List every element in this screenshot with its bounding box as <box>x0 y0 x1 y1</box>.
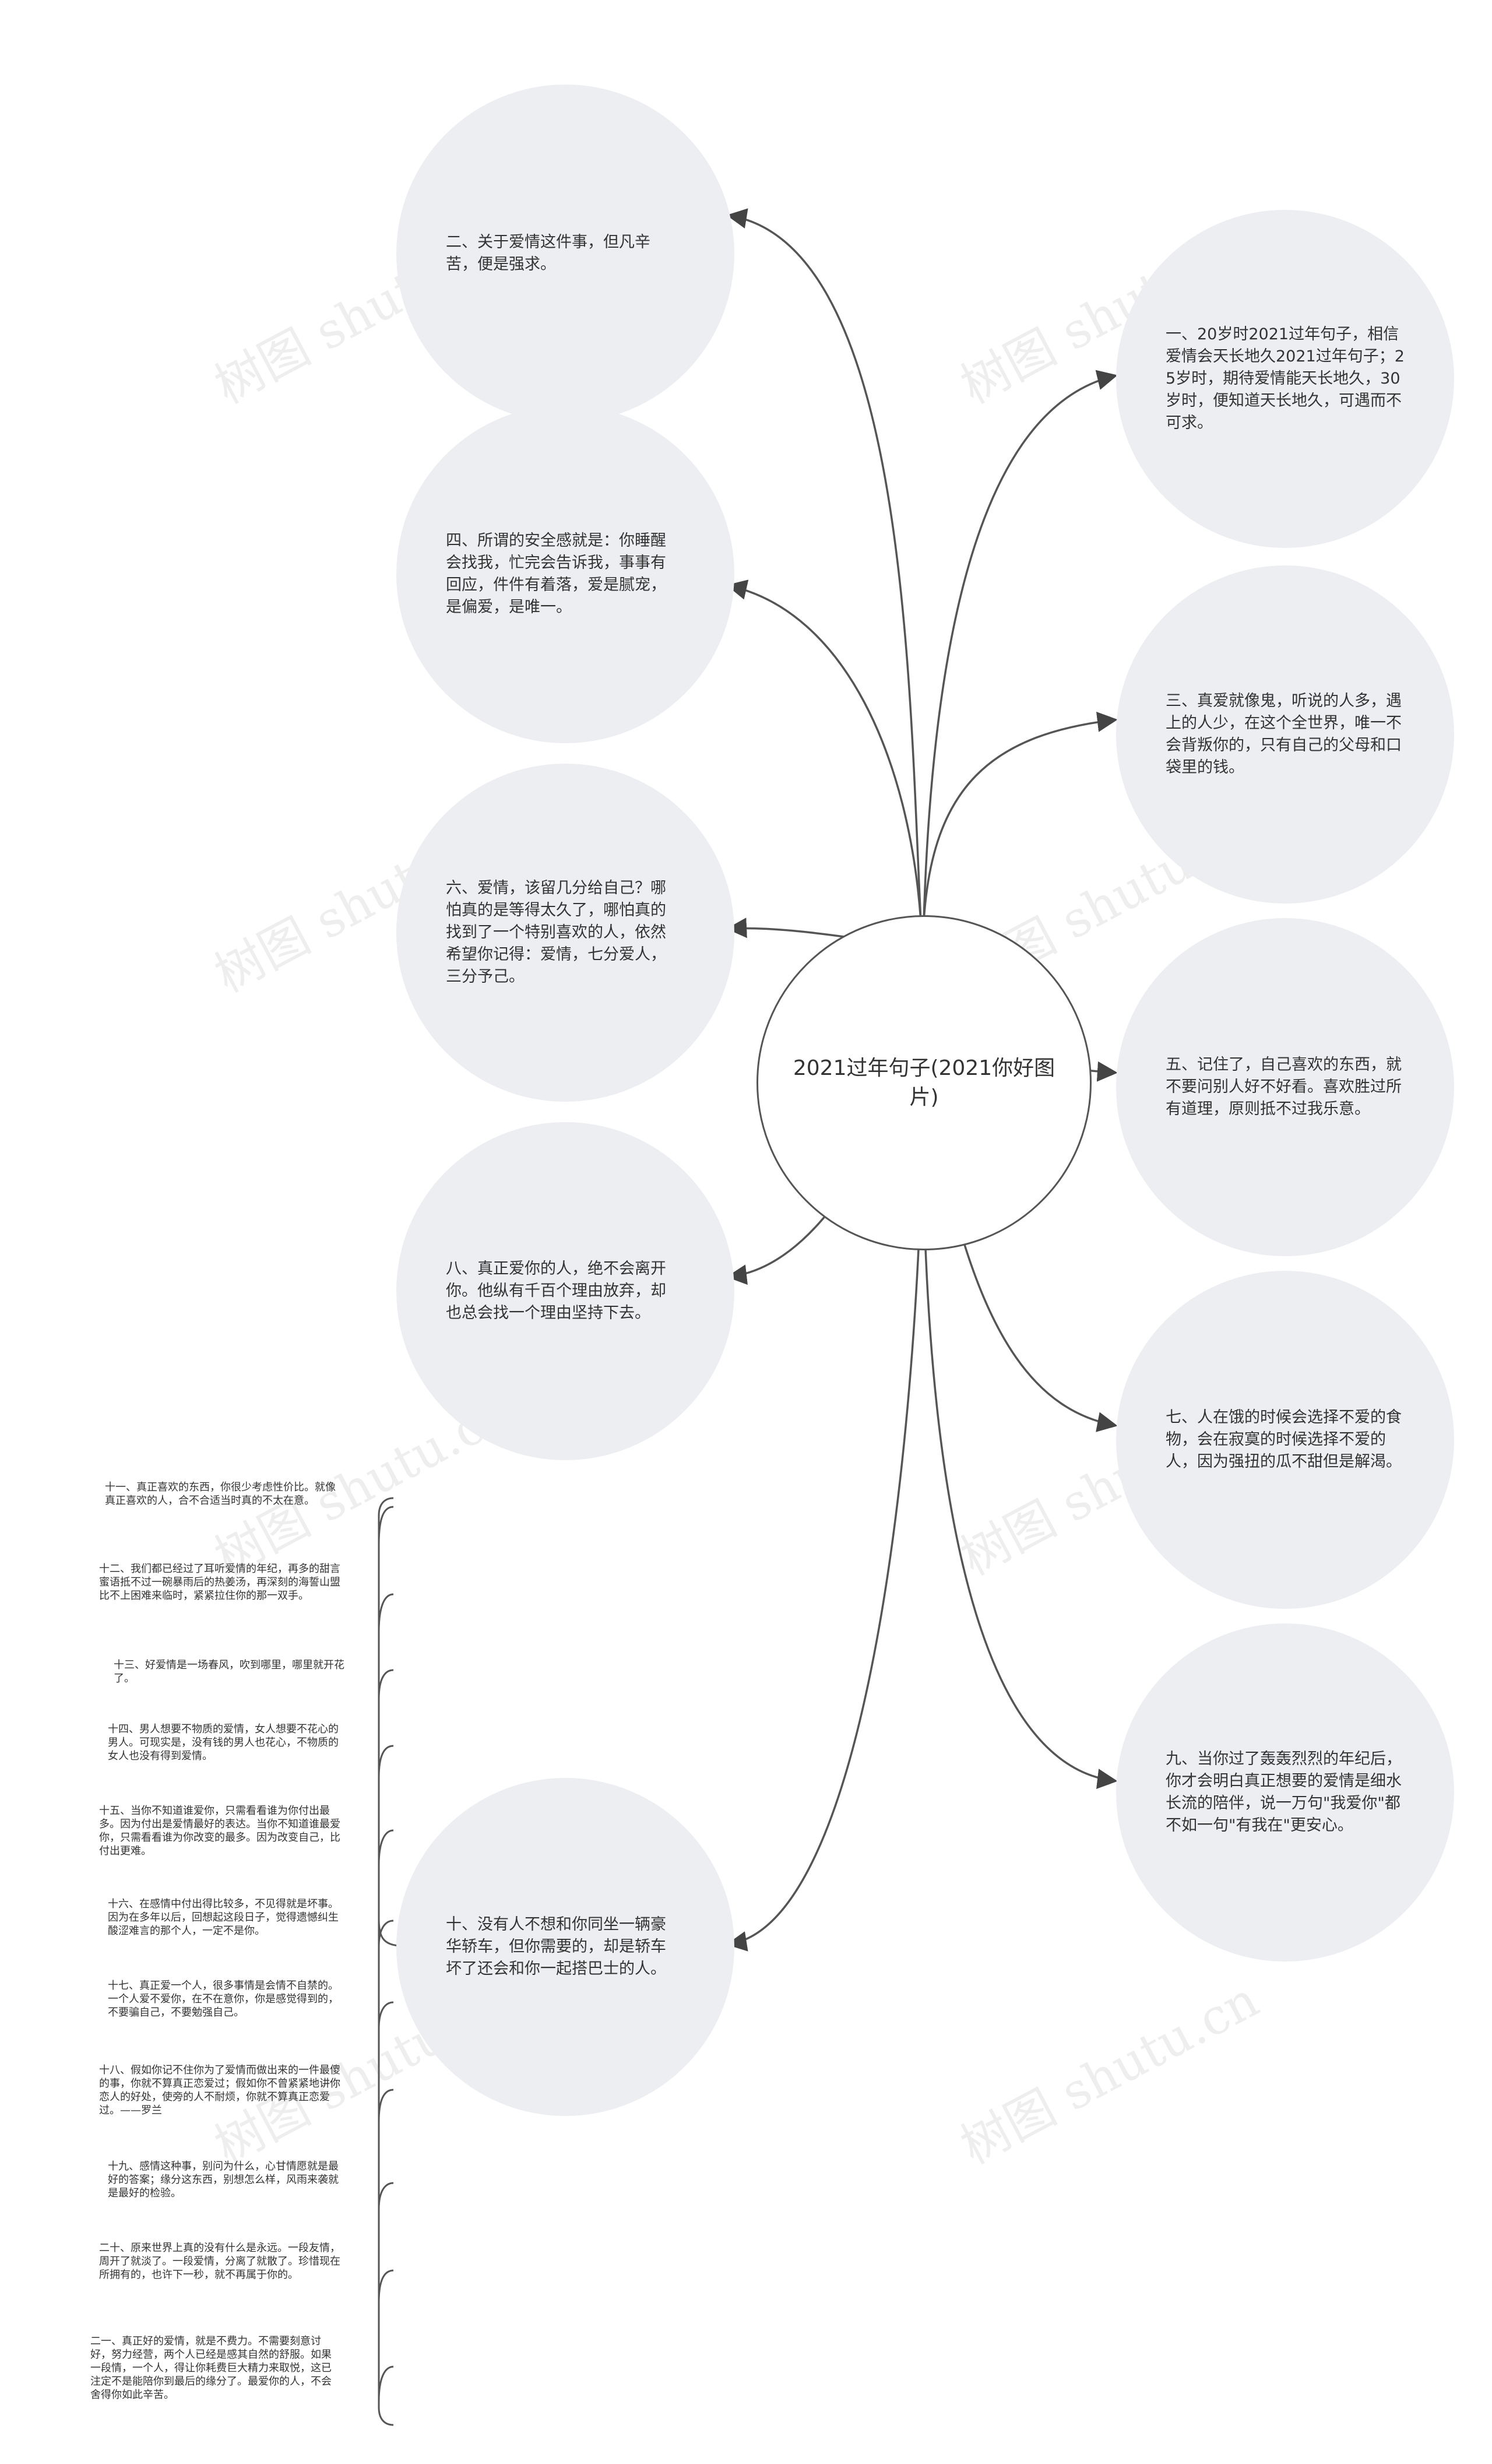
leaf-note-18[interactable]: 十八、假如你记不住你为了爱情而做出来的一件最傻的事，你就不算真正恋爱过；假如你不… <box>99 2064 340 2117</box>
branch-text-9: 九、当你过了轰轰烈烈的年纪后，你才会明白真正想要的爱情是细水长流的陪伴，说一万句… <box>1166 1750 1402 1834</box>
branch-node-10[interactable]: 十、没有人不想和你同坐一辆豪华轿车，但你需要的，却是轿车坏了还会和你一起搭巴士的… <box>396 1778 734 2116</box>
branch-text-8: 八、真正爱你的人，绝不会离开你。他纵有千百个理由放弃，却也总会找一个理由坚持下去… <box>446 1260 666 1322</box>
leaf-tick-10 <box>378 2269 394 2303</box>
branch-node-3[interactable]: 三、真爱就像鬼，听说的人多，遇上的人少，在这个全世界，唯一不会背叛你的，只有自己… <box>1116 565 1454 904</box>
connector-b6 <box>726 918 857 940</box>
leaf-tick-2 <box>378 1593 394 1633</box>
leaf-tick-11 <box>378 2365 394 2402</box>
center-node[interactable]: 2021过年句子(2021你好图片) <box>756 915 1092 1250</box>
branch-node-8[interactable]: 八、真正爱你的人，绝不会离开你。他纵有千百个理由放弃，却也总会找一个理由坚持下去… <box>396 1122 734 1460</box>
leaf-note-11[interactable]: 十一、真正喜欢的东西，你很少考虑性价比。就像真正喜欢的人，合不合适当时真的不太在… <box>105 1481 336 1507</box>
branch-text-4: 四、所谓的安全感就是：你睡醒会找我，忙完会告诉我，事事有回应，件件有着落，爱是腻… <box>446 532 666 616</box>
leaf-tick-3 <box>378 1669 394 1700</box>
leaf-tick-4 <box>378 1745 394 1778</box>
branch-node-7[interactable]: 七、人在饿的时候会选择不爱的食物，会在寂寞的时候选择不爱的人，因为强扭的瓜不甜但… <box>1116 1271 1454 1609</box>
leaf-tick-6 <box>378 1920 394 1948</box>
leaf-note-20[interactable]: 二十、原来世界上真的没有什么是永远。一段友情，周开了就淡了。一段爱情，分离了就散… <box>99 2242 340 2281</box>
center-title: 2021过年句子(2021你好图片) <box>793 1056 1055 1109</box>
connector-b9 <box>923 1194 1118 1789</box>
branch-node-4[interactable]: 四、所谓的安全感就是：你睡醒会找我，忙完会告诉我，事事有回应，件件有着落，爱是腻… <box>396 405 734 743</box>
branch-text-2: 二、关于爱情这件事，但凡辛苦，便是强求。 <box>446 233 650 273</box>
leaf-note-12[interactable]: 十二、我们都已经过了耳听爱情的年纪，再多的甜言蜜语抵不过一碗暴雨后的热姜汤，再深… <box>99 1563 340 1602</box>
connector-b1 <box>923 370 1118 922</box>
leaf-note-15[interactable]: 十五、当你不知道谁爱你，只需看看谁为你付出最多。因为付出是爱情最好的表达。当你不… <box>99 1805 340 1857</box>
leaf-tick-8 <box>378 2089 394 2122</box>
branch-text-5: 五、记住了，自己喜欢的东西，就不要问别人好不好看。喜欢胜过所有道理，原则抵不过我… <box>1166 1056 1402 1118</box>
leaf-note-17[interactable]: 十七、真正爱一个人，很多事情是会情不自禁的。一个人爱不爱你，在不在意你，你是感觉… <box>108 1980 339 2019</box>
leaf-note-16[interactable]: 十六、在感情中付出得比较多，不见得就是坏事。因为在多年以后，回想起这段日子，觉得… <box>108 1898 339 1937</box>
branch-text-10: 十、没有人不想和你同坐一辆豪华轿车，但你需要的，却是轿车坏了还会和你一起搭巴士的… <box>446 1915 666 1978</box>
branch-node-5[interactable]: 五、记住了，自己喜欢的东西，就不要问别人好不好看。喜欢胜过所有道理，原则抵不过我… <box>1116 918 1454 1256</box>
leaf-tick-1 <box>378 1506 394 1545</box>
branch-text-3: 三、真爱就像鬼，听说的人多，遇上的人少，在这个全世界，唯一不会背叛你的，只有自己… <box>1166 692 1402 776</box>
leaf-tick-7 <box>378 2001 394 2029</box>
branch-text-6: 六、爱情，该留几分给自己？哪怕真的是等得太久了，哪怕真的找到了一个特别喜欢的人，… <box>446 879 666 986</box>
connector-b2 <box>726 208 922 922</box>
leaf-note-14[interactable]: 十四、男人想要不物质的爱情，女人想要不花心的男人。可现实是，没有钱的男人也花心，… <box>108 1723 339 1762</box>
connector-b4 <box>726 579 922 922</box>
leaf-bracket <box>378 1497 403 2426</box>
connector-b10 <box>726 1194 922 1952</box>
leaf-tick-9 <box>378 2182 394 2210</box>
leaf-note-19[interactable]: 十九、感情这种事，别问为什么，心甘情愿就是最好的答案；缘分这东西，别想怎么样，风… <box>108 2160 339 2199</box>
branch-node-1[interactable]: 一、20岁时2021过年句子，相信爱情会天长地久2021过年句子；25岁时，期待… <box>1116 210 1454 548</box>
connector-b3 <box>923 712 1118 922</box>
branch-node-6[interactable]: 六、爱情，该留几分给自己？哪怕真的是等得太久了，哪怕真的找到了一个特别喜欢的人，… <box>396 764 734 1102</box>
branch-text-1: 一、20岁时2021过年句子，相信爱情会天长地久2021过年句子；25岁时，期待… <box>1166 325 1405 432</box>
leaf-tick-5 <box>378 1829 394 1866</box>
leaf-note-21[interactable]: 二一、真正好的爱情，就是不费力。不需要刻意讨好，努力经营，两个人已经是感其自然的… <box>90 2335 332 2401</box>
leaf-note-13[interactable]: 十三、好爱情是一场春风，吹到哪里，哪里就开花了。 <box>114 1659 344 1685</box>
branch-node-2[interactable]: 二、关于爱情这件事，但凡辛苦，便是强求。 <box>396 85 734 423</box>
branch-node-9[interactable]: 九、当你过了轰轰烈烈的年纪后，你才会明白真正想要的爱情是细水长流的陪伴，说一万句… <box>1116 1623 1454 1962</box>
branch-text-7: 七、人在饿的时候会选择不爱的食物，会在寂寞的时候选择不爱的人，因为强扭的瓜不甜但… <box>1166 1408 1402 1471</box>
